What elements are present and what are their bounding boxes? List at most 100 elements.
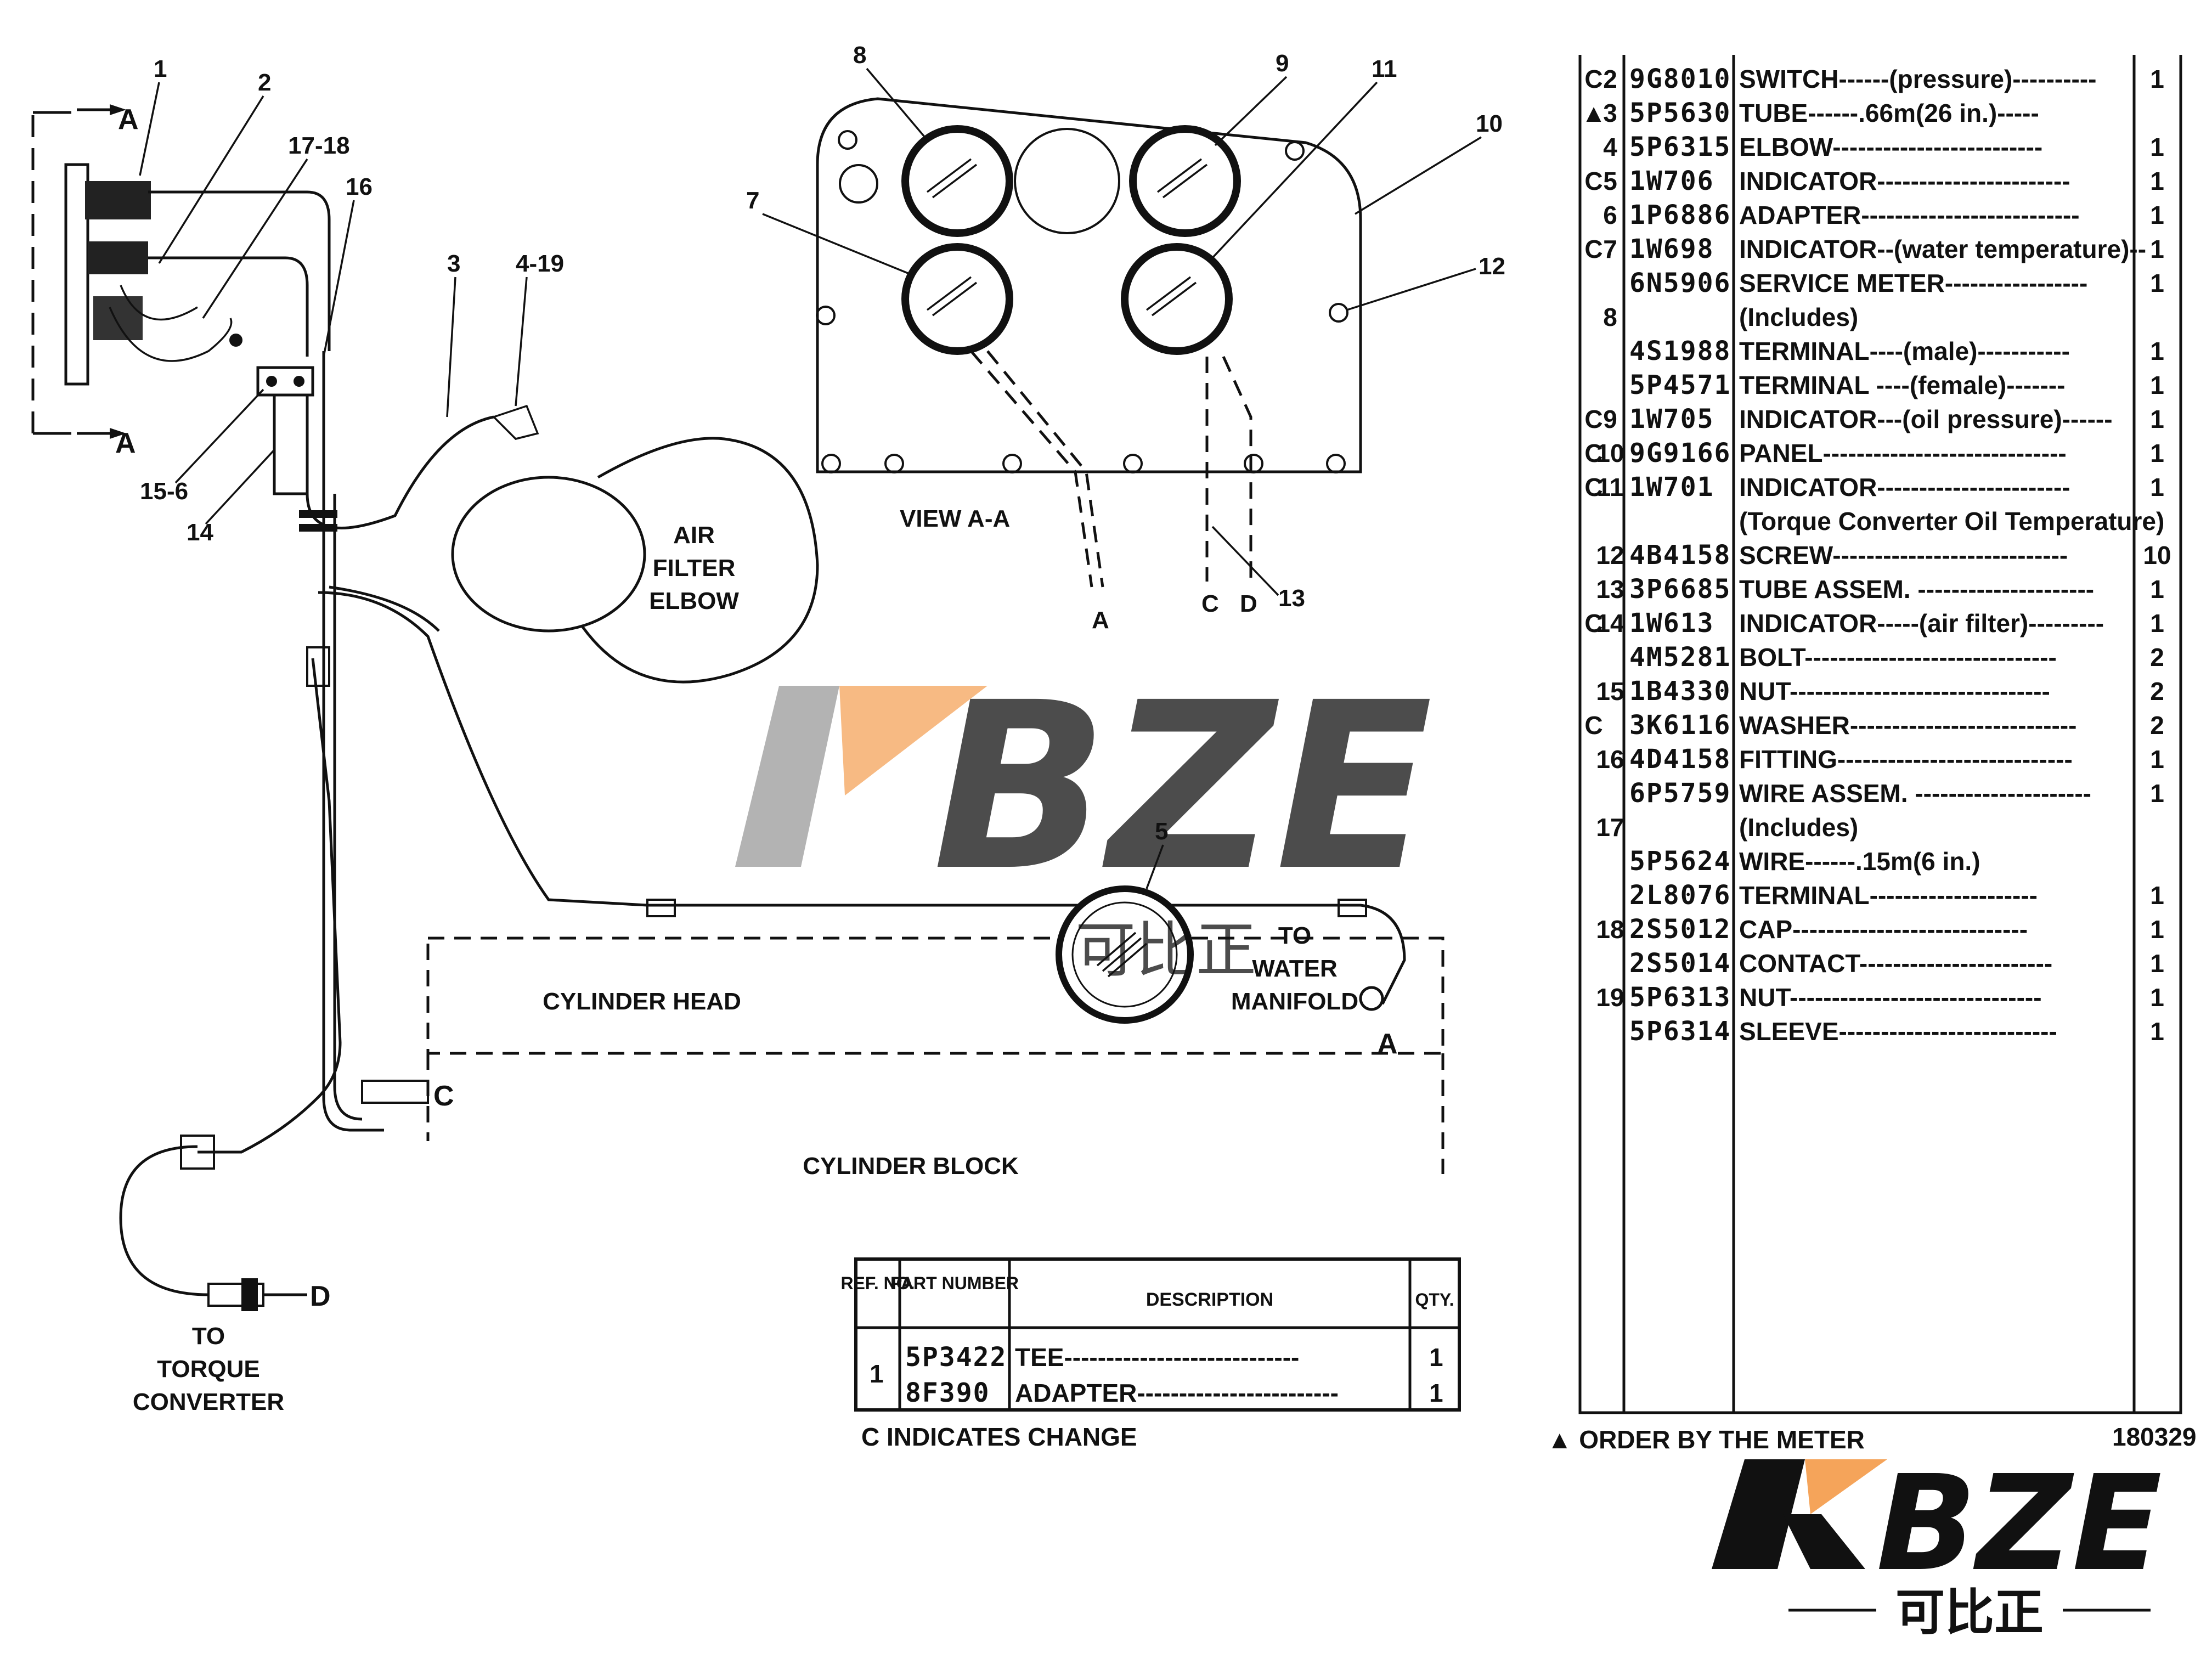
view-d-label: D: [1240, 590, 1257, 617]
parts-row-desc: SERVICE METER-----------------: [1739, 269, 2087, 297]
parts-row-desc: NUT------------------------------: [1739, 983, 2042, 1012]
engine-outline: CYLINDER HEAD CYLINDER BLOCK TO WATER MA…: [426, 922, 1444, 1180]
callout-16: 16: [346, 173, 373, 200]
parts-row-part: 3P6685: [1629, 574, 1731, 605]
parts-row-part: 5P4571: [1629, 370, 1731, 400]
cylinder-block-label: CYLINDER BLOCK: [803, 1153, 1019, 1180]
parts-row-change: ▲: [1581, 99, 1606, 127]
parts-row-change: C: [1584, 711, 1602, 740]
parts-row-desc: WIRE------.15m(6 in.): [1739, 847, 1980, 876]
parts-row-ref: 10: [1596, 439, 1624, 467]
parts-row-part: 1P6886: [1629, 200, 1731, 230]
parts-row-qty: 1: [2150, 881, 2164, 910]
parts-row-change: C: [1584, 167, 1602, 195]
gauge-5: [1056, 885, 1194, 1024]
parts-row-part: 1B4330: [1629, 676, 1731, 707]
callout-12: 12: [1479, 253, 1505, 280]
parts-row-part: 2L8076: [1629, 880, 1731, 911]
parts-row-ref: 4: [1603, 133, 1617, 161]
parts-row-part: 2S5012: [1629, 914, 1731, 945]
parts-row-ref: 13: [1596, 575, 1624, 603]
parts-row-part: 4M5281: [1629, 642, 1731, 673]
gauge-mount-assembly: [64, 163, 331, 386]
callout-13: 13: [1278, 585, 1305, 612]
parts-row-part: 5P5630: [1629, 98, 1731, 128]
torque-converter-label-3: CONVERTER: [133, 1389, 284, 1415]
parts-row-change: C: [1584, 609, 1602, 637]
parts-row-desc: ELBOW-------------------------: [1739, 133, 2042, 161]
parts-row-part: 4B4158: [1629, 540, 1731, 571]
parts-row-desc: INDICATOR-----------------------: [1739, 473, 2070, 501]
parts-row-qty: 1: [2150, 167, 2164, 195]
cylinder-head-label: CYLINDER HEAD: [543, 988, 741, 1015]
parts-row-ref: 7: [1603, 235, 1617, 263]
parts-row-qty: 1: [2150, 235, 2164, 263]
parts-row-desc: SWITCH------(pressure)----------: [1739, 65, 2096, 93]
small-parts-table: REF. NO. PART NUMBER DESCRIPTION QTY. 1 …: [840, 1257, 1461, 1412]
parts-row-qty: 1: [2150, 949, 2164, 978]
parts-row-desc: TUBE ASSEM. ---------------------: [1739, 575, 2094, 603]
parts-row-qty: 1: [2150, 371, 2164, 399]
callout-7: 7: [746, 187, 759, 214]
parts-row-ref: 18: [1596, 915, 1624, 944]
parts-row-qty: 10: [2143, 541, 2171, 569]
air-filter-label-1: AIR: [673, 522, 715, 549]
connector-a-label: A: [1377, 1028, 1398, 1060]
parts-row-desc: BOLT------------------------------: [1739, 643, 2057, 672]
parts-row-desc: FITTING----------------------------: [1739, 745, 2073, 774]
small-table-qty-2: 1: [1429, 1379, 1443, 1407]
callout-10: 10: [1476, 110, 1503, 137]
parts-row-qty: 1: [2150, 133, 2164, 161]
parts-row-part: 4S1988: [1629, 336, 1731, 366]
parts-row-part: 6P5759: [1629, 778, 1731, 809]
parts-row-desc: TUBE------.66m(26 in.)-----: [1739, 99, 2039, 127]
parts-row-qty: 1: [2150, 575, 2164, 603]
tube-lines: [119, 351, 1406, 1311]
view-a-label: A: [1092, 607, 1109, 634]
small-table-qty-1: 1: [1429, 1343, 1443, 1372]
parts-row-desc: INDICATOR-----(air filter)---------: [1739, 609, 2104, 637]
parts-row-ref: 9: [1603, 405, 1617, 433]
parts-row-part: 5P6315: [1629, 132, 1731, 162]
parts-row-ref: 2: [1603, 65, 1617, 93]
parts-row-part: 9G9166: [1629, 438, 1731, 469]
section-label-bottom: A: [115, 427, 136, 459]
callout-3: 3: [447, 250, 460, 277]
small-table-header-part: PART NUMBER: [890, 1273, 1019, 1293]
watermark-brand-chinese: 可比正: [1895, 1585, 2044, 1640]
section-label-top: A: [118, 104, 139, 136]
water-manifold-label-3: MANIFOLD: [1231, 988, 1358, 1015]
parts-row-change: C: [1584, 65, 1602, 93]
parts-row-desc: INDICATOR-----------------------: [1739, 167, 2070, 195]
air-filter-indicator: [256, 366, 314, 495]
view-c-label: C: [1201, 590, 1219, 617]
parts-row-ref: 16: [1596, 745, 1624, 774]
parts-row-qty: 1: [2150, 439, 2164, 467]
torque-converter-label-1: TO: [192, 1323, 225, 1350]
watermark-center-chinese: 可比正: [1075, 917, 1256, 984]
callout-11: 11: [1372, 55, 1397, 82]
parts-row-change: C: [1584, 405, 1602, 433]
watermark-center: BZE 可比正: [735, 653, 1433, 984]
parts-row-ref: 17: [1596, 813, 1624, 842]
callout-4-19: 4-19: [516, 250, 564, 277]
parts-row-ref: 19: [1596, 983, 1624, 1012]
parts-row-desc: TERMINAL--------------------: [1739, 881, 2038, 910]
connector-c-label: C: [433, 1080, 454, 1112]
water-manifold-label-2: WATER: [1252, 955, 1338, 982]
parts-row-qty: 1: [2150, 609, 2164, 637]
parts-row-desc: WIRE ASSEM. ---------------------: [1739, 779, 2091, 808]
parts-row-desc: ADAPTER--------------------------: [1739, 201, 2080, 229]
small-table-ref: 1: [870, 1359, 884, 1388]
parts-row-desc: CONTACT-----------------------: [1739, 949, 2052, 978]
parts-row-part: 3K6116: [1629, 710, 1731, 741]
parts-row-part: 5P5624: [1629, 846, 1731, 877]
parts-row-part: 5P6313: [1629, 982, 1731, 1013]
callout-14: 14: [187, 519, 213, 546]
water-manifold-label-1: TO: [1278, 922, 1311, 949]
parts-row-qty: 1: [2150, 983, 2164, 1012]
parts-row-desc: TERMINAL ----(female)-------: [1739, 371, 2065, 399]
parts-row-change: C: [1584, 235, 1602, 263]
